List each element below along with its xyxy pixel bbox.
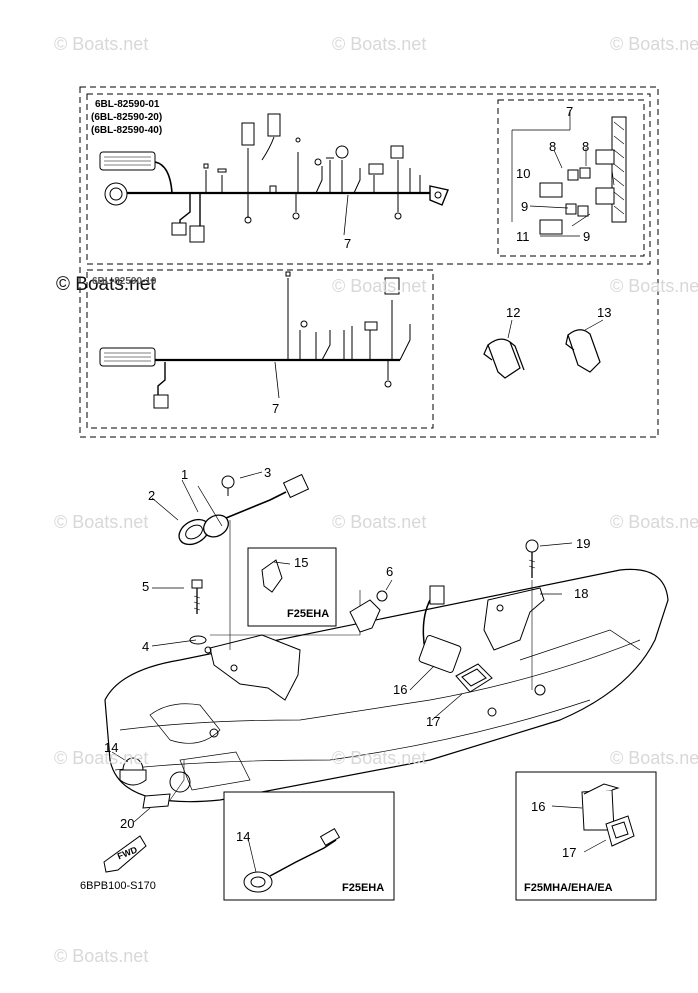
watermark: © Boats.net bbox=[54, 512, 149, 532]
model-label: F25EHA bbox=[287, 608, 330, 620]
harness-part-number: 6BL-82590-01 bbox=[95, 99, 160, 110]
bottom-insets bbox=[223, 771, 657, 901]
callout-8: 8 bbox=[549, 139, 557, 154]
watermark: © Boats.net bbox=[332, 276, 427, 296]
callout-10: 10 bbox=[516, 166, 531, 181]
model-label: F25EHA bbox=[342, 882, 385, 894]
callout-18: 18 bbox=[574, 586, 589, 601]
clamps bbox=[483, 319, 604, 379]
callout-16: 16 bbox=[531, 799, 546, 814]
wire-harness-lower bbox=[99, 271, 411, 409]
callout-6: 6 bbox=[386, 564, 394, 579]
callout-14: 14 bbox=[104, 740, 119, 755]
watermark: © Boats.net bbox=[54, 946, 149, 966]
watermark: © Boats.net bbox=[610, 748, 698, 768]
model-label: F25MHA/EHA/EA bbox=[524, 882, 613, 894]
harness-part-number-alt: (6BL-82590-40) bbox=[91, 125, 163, 136]
callout-12: 12 bbox=[506, 305, 521, 320]
callout-3: 3 bbox=[264, 465, 272, 480]
watermark: © Boats.net bbox=[610, 34, 698, 54]
callout-2: 2 bbox=[148, 488, 156, 503]
watermark: © Boats.net bbox=[54, 748, 149, 768]
callout-20: 20 bbox=[120, 816, 135, 831]
watermark: © Boats.net bbox=[332, 748, 427, 768]
callout-9: 9 bbox=[521, 199, 529, 214]
watermark: © Boats.net bbox=[610, 276, 698, 296]
connector-detail bbox=[511, 110, 627, 237]
lower-harness-part-number: 6BL-82590-10 bbox=[92, 276, 157, 287]
diagram-code: 6BPB100-S170 bbox=[80, 880, 156, 892]
callout-8: 8 bbox=[582, 139, 590, 154]
callout-1: 1 bbox=[181, 467, 189, 482]
callout-7: 7 bbox=[272, 401, 280, 416]
callout-16: 16 bbox=[393, 682, 408, 697]
callout-9: 9 bbox=[583, 229, 591, 244]
watermark: © Boats.net bbox=[332, 512, 427, 532]
harness-part-number-alt: (6BL-82590-20) bbox=[91, 112, 163, 123]
watermark: © Boats.net bbox=[54, 34, 149, 54]
callout-13: 13 bbox=[597, 305, 612, 320]
callout-7: 7 bbox=[566, 104, 574, 119]
callout-7: 7 bbox=[344, 236, 352, 251]
callout-17: 17 bbox=[426, 714, 441, 729]
watermark: © Boats.net bbox=[332, 34, 427, 54]
mid-parts bbox=[103, 471, 573, 873]
callout-17: 17 bbox=[562, 845, 577, 860]
callout-19: 19 bbox=[576, 536, 591, 551]
callout-14: 14 bbox=[236, 829, 251, 844]
callout-4: 4 bbox=[142, 639, 150, 654]
callout-11: 11 bbox=[516, 229, 530, 244]
wire-harness-upper bbox=[99, 113, 449, 243]
callout-15: 15 bbox=[294, 555, 309, 570]
callout-5: 5 bbox=[142, 579, 150, 594]
watermark: © Boats.net bbox=[610, 512, 698, 532]
harness-frames bbox=[79, 86, 659, 438]
watermark-overlay: © Boats.net bbox=[56, 274, 156, 295]
